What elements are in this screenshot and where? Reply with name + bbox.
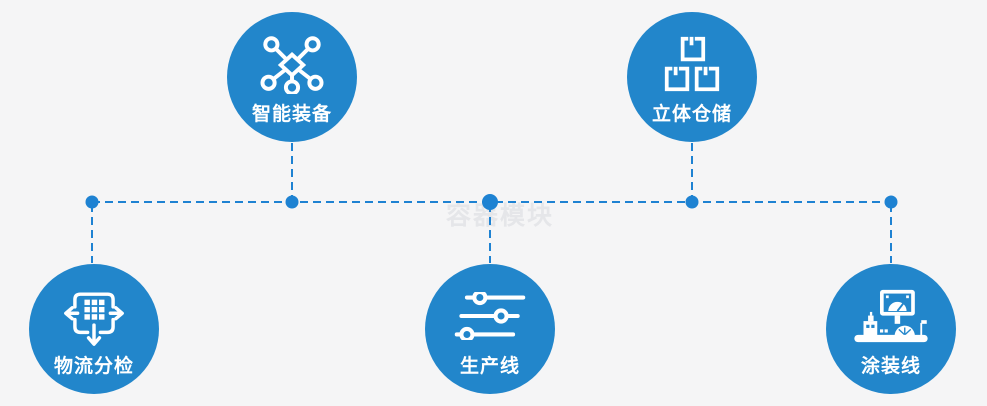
junction-dot	[884, 195, 898, 209]
network-nodes-icon	[256, 33, 328, 95]
connector-vertical-smart	[291, 143, 293, 201]
node-painting-line: 涂装线	[826, 264, 956, 394]
connector-vertical-painting	[890, 204, 892, 263]
node-stereoscopic-storage: 立体仓储	[627, 12, 757, 142]
node-label: 生产线	[459, 355, 520, 377]
node-label: 智能装备	[251, 103, 332, 125]
control-console-icon	[847, 285, 935, 347]
node-label: 立体仓储	[651, 103, 732, 125]
node-production-line: 生产线	[425, 264, 555, 394]
junction-dot	[685, 195, 699, 209]
node-logistics-sorting: 物流分检	[29, 264, 159, 394]
connector-vertical-storage	[691, 143, 693, 201]
watermark-text: 容器模块	[445, 201, 554, 230]
junction-dot	[85, 195, 99, 209]
connector-vertical-production	[489, 204, 491, 263]
node-label: 物流分检	[53, 355, 134, 377]
sorting-distribution-icon	[64, 285, 124, 347]
connector-vertical-logistics	[91, 204, 93, 263]
sliders-icon	[451, 285, 529, 347]
junction-dot	[285, 195, 299, 209]
node-smart-equipment: 智能装备	[227, 12, 357, 142]
node-label: 涂装线	[860, 355, 921, 377]
stacked-boxes-icon	[659, 33, 725, 95]
junction-dot	[482, 194, 498, 210]
